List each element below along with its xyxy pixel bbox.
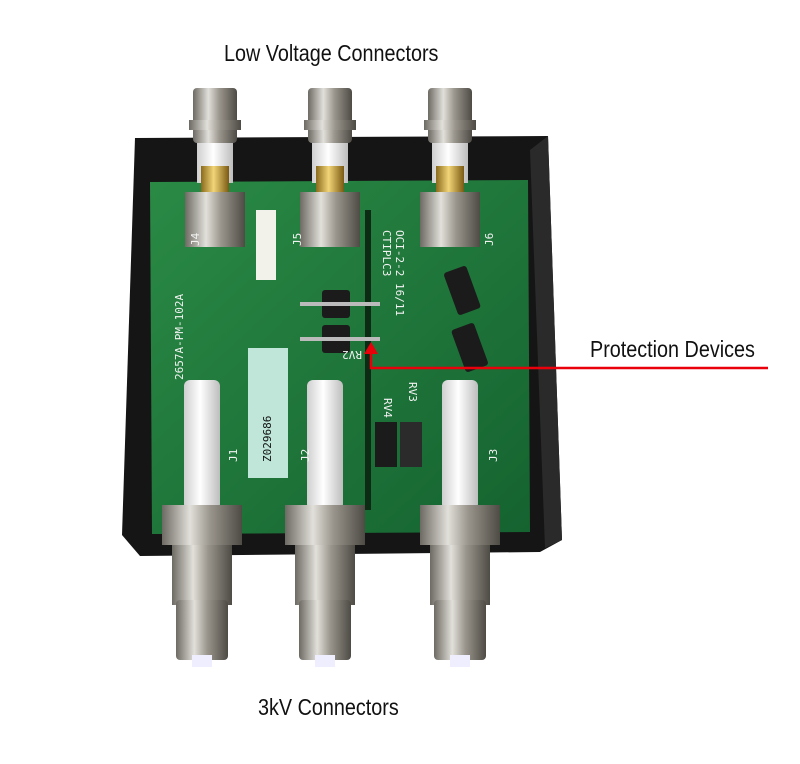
- pcb-board: [150, 180, 530, 534]
- protection-devices-label: Protection Devices: [590, 336, 755, 362]
- pcb-module-marking: CTIPLC3: [380, 230, 393, 277]
- 3kv-connectors-label: 3kV Connectors: [258, 694, 399, 720]
- pcb-ref-j3: J3: [487, 448, 500, 462]
- pcb-ref-rv4: RV4: [381, 398, 394, 418]
- pcb-ref-j1: J1: [227, 448, 240, 462]
- pcb-ref-j6: J6: [483, 232, 496, 246]
- protection-devices-arrow: [364, 342, 768, 370]
- pcb-ref-j4: J4: [189, 232, 202, 246]
- 3kv-connectors: [162, 380, 500, 667]
- pcb-ref-j2: J2: [299, 448, 312, 462]
- low-voltage-connectors-label: Low Voltage Connectors: [224, 40, 439, 66]
- pcb-board-id-marking: 2657A-PM-102A: [173, 293, 186, 380]
- pcb-serial-marking: Z029686: [261, 415, 274, 462]
- low-voltage-connectors: [185, 88, 480, 247]
- protection-devices: [300, 266, 488, 467]
- pcb-ref-rv2: RV2: [342, 348, 362, 361]
- pcb-code-marking: OCI-2-2 16/11: [393, 230, 406, 317]
- pcb-ref-j5: J5: [291, 232, 304, 246]
- pcb-ref-rv3: RV3: [406, 382, 419, 402]
